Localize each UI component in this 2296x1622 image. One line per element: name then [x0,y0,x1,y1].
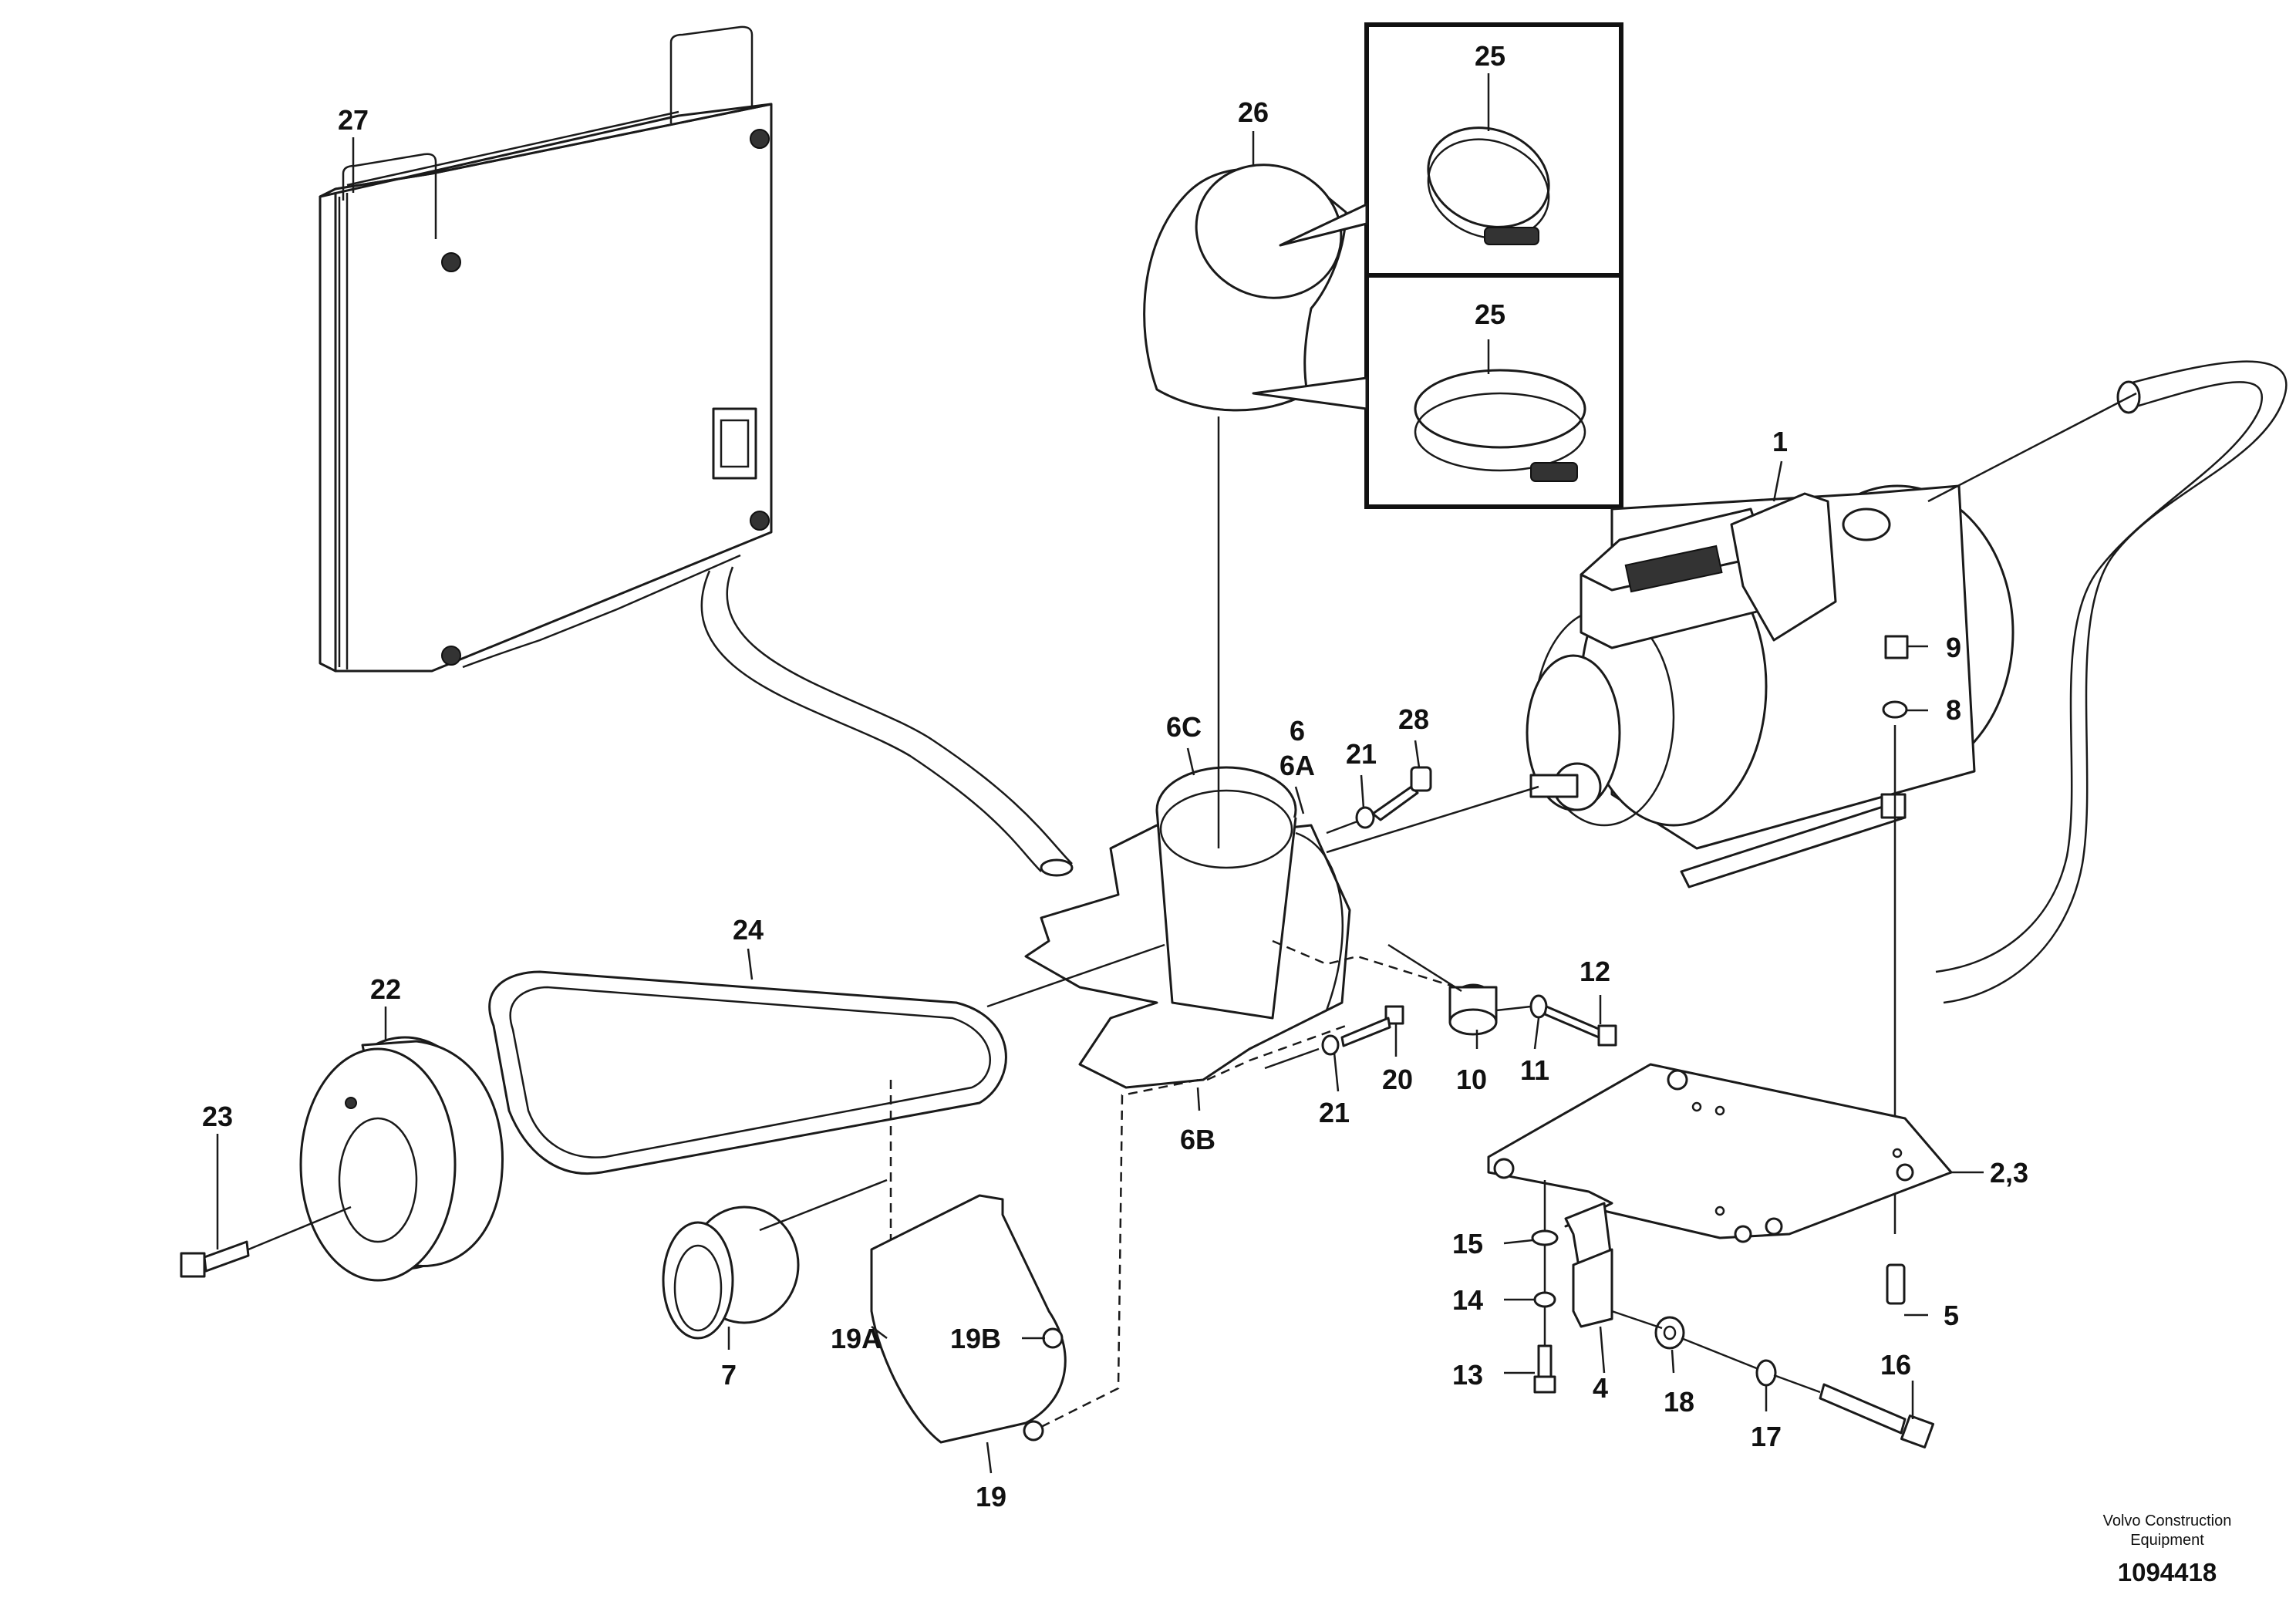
label-24: 24 [733,914,764,946]
label-19: 19 [976,1481,1006,1512]
detail-box-clamp-bottom [1364,273,1623,509]
label-17: 17 [1751,1421,1782,1452]
label-18: 18 [1664,1386,1694,1418]
bolt-part-13 [1533,1344,1556,1394]
label-22: 22 [370,973,401,1005]
label-15: 15 [1452,1228,1483,1259]
credit-line-1: Volvo Construction [2103,1512,2232,1529]
drive-belt-part-24 [488,970,1007,1175]
bolt-part-5 [1886,1263,1906,1305]
label-13: 13 [1452,1359,1483,1391]
fan-housing-part-6 [1024,766,1351,1089]
bolt-part-12 [1543,1005,1617,1047]
bolt-part-20 [1340,1005,1404,1047]
pulley-part-22 [299,1036,504,1282]
control-box-part-27 [319,25,773,673]
nut-part-9 [1884,635,1909,659]
label-23: 23 [202,1101,233,1132]
label-4: 4 [1593,1372,1608,1404]
label-6B: 6B [1180,1124,1215,1155]
label-10: 10 [1456,1064,1487,1095]
label-20: 20 [1382,1064,1413,1095]
belt-guard-part-19 [870,1194,1067,1444]
label-6A: 6A [1279,750,1315,781]
label-8: 8 [1946,694,1961,726]
label-6C: 6C [1166,711,1202,743]
label-21-lower: 21 [1319,1097,1350,1128]
bracket-part-4 [1572,1248,1613,1328]
washer-part-14 [1533,1291,1556,1308]
label-25-bottom: 25 [1475,298,1505,330]
electric-motor-part-1 [1526,484,2014,889]
label-7: 7 [721,1359,737,1391]
label-26: 26 [1238,96,1269,128]
label-19B: 19B [950,1323,1001,1354]
label-11: 11 [1520,1054,1549,1086]
detail-box-clamp-top [1364,22,1623,278]
label-2-3: 2,3 [1990,1157,2028,1189]
label-9: 9 [1946,632,1961,663]
bolt-part-28 [1371,766,1432,821]
label-5: 5 [1944,1300,1959,1331]
bushing-part-10 [1448,983,1498,1036]
bolt-part-23 [180,1206,352,1278]
label-28: 28 [1398,703,1429,735]
washer-part-17 [1755,1359,1777,1387]
washer-part-15 [1531,1229,1559,1246]
label-27: 27 [338,104,369,136]
credit-line-2: Equipment [2130,1532,2204,1549]
washer-part-8 [1882,700,1908,719]
label-14: 14 [1452,1284,1483,1316]
label-12: 12 [1580,956,1610,987]
washer-part-21-lower [1321,1034,1340,1056]
bolt-part-16 [1819,1383,1935,1449]
elbow-hose-part-26 [1143,164,1347,412]
label-6: 6 [1290,715,1305,747]
label-1: 1 [1772,426,1788,457]
document-number: 1094418 [2118,1558,2217,1587]
label-25-top: 25 [1475,40,1505,72]
washer-part-21-upper [1355,806,1375,829]
washer-part-18 [1654,1316,1685,1350]
label-21-upper: 21 [1346,738,1377,770]
mounting-plate-part-2-3 [1487,1063,1953,1282]
label-19A: 19A [831,1323,882,1354]
label-16: 16 [1880,1349,1911,1381]
small-pulley-part-7 [662,1206,800,1340]
